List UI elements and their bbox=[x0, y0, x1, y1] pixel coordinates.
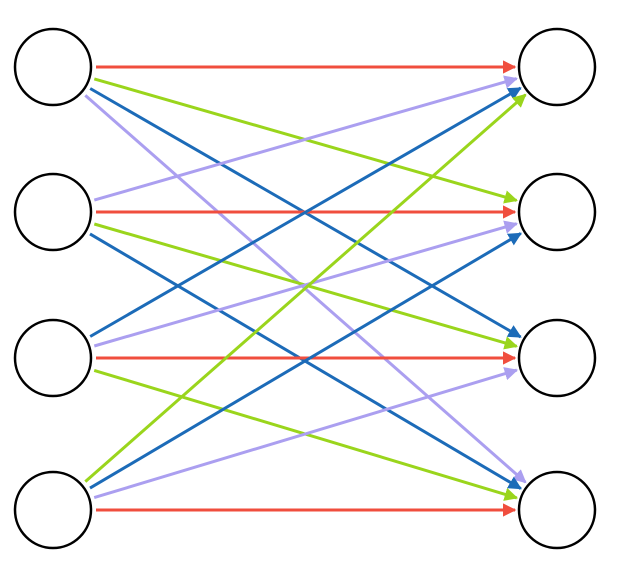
node-r1 bbox=[517, 27, 597, 107]
node-circle-l4 bbox=[13, 470, 93, 550]
node-circle-l3 bbox=[13, 318, 93, 398]
node-circle-l1 bbox=[13, 27, 93, 107]
node-circle-r3 bbox=[517, 318, 597, 398]
node-circle-r2 bbox=[517, 172, 597, 252]
node-l1 bbox=[13, 27, 93, 107]
node-circle-r4 bbox=[517, 470, 597, 550]
edge-l4-r2 bbox=[89, 232, 522, 490]
node-l2 bbox=[13, 172, 93, 252]
node-l4 bbox=[13, 470, 93, 550]
node-r3 bbox=[517, 318, 597, 398]
node-circle-l2 bbox=[13, 172, 93, 252]
edge-l4-r3 bbox=[93, 367, 519, 500]
edge-l4-r1 bbox=[84, 93, 527, 483]
nodes-layer bbox=[13, 27, 597, 550]
node-r2 bbox=[517, 172, 597, 252]
edge-l3-r2 bbox=[93, 220, 518, 348]
node-l3 bbox=[13, 318, 93, 398]
node-r4 bbox=[517, 470, 597, 550]
edge-l2-r1 bbox=[93, 75, 518, 202]
edge-l3-r1 bbox=[89, 86, 522, 338]
node-circle-r1 bbox=[517, 27, 597, 107]
edges-layer bbox=[84, 60, 527, 517]
